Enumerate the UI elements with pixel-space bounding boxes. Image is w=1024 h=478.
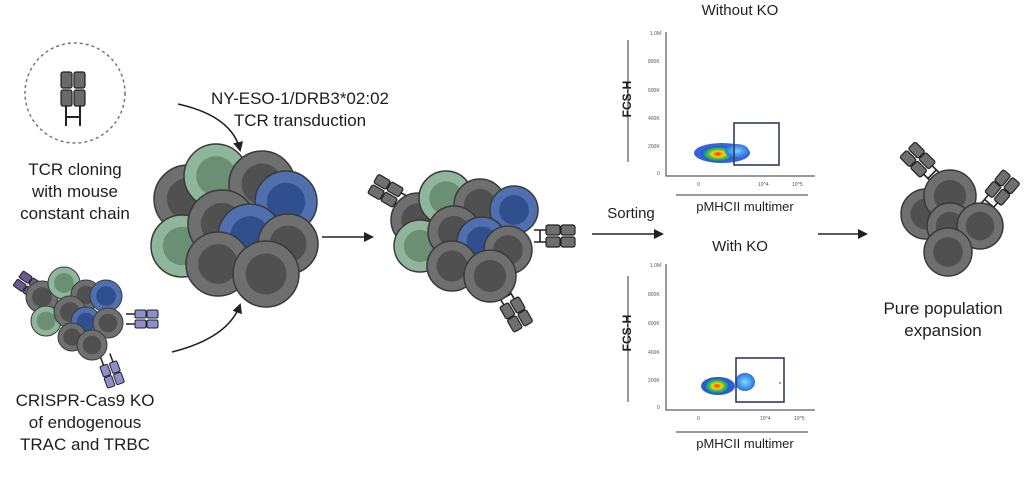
transduction-arrow [177, 103, 244, 152]
plot-bottom-title: With KO [712, 238, 768, 255]
expansion-line2: expansion [904, 321, 982, 340]
cell [923, 227, 973, 277]
tcr-receptor-icon [126, 309, 159, 329]
plot-top-xtick: 0 [697, 182, 700, 188]
transduction-label: NY-ESO-1/DRB3*02:02 TCR transduction [200, 88, 400, 132]
transduced-cell-cluster [150, 143, 319, 308]
cell [76, 329, 108, 361]
plot-bottom-ytick: 200K [648, 378, 660, 384]
expanded-cell-cluster [899, 141, 1020, 277]
tcr-receptor-icon [367, 174, 412, 210]
crispr-label: CRISPR-Cas9 KO of endogenous TRAC and TR… [10, 390, 160, 456]
plot-top-ytick: 800K [648, 59, 660, 65]
cell [956, 202, 1004, 250]
plot-bottom-xtick: 10^5 [794, 416, 805, 422]
tcr-cloning-line3: constant chain [20, 204, 130, 223]
cell [92, 307, 124, 339]
tcr-cloning-label: TCR cloning with mouse constant chain [20, 159, 130, 225]
plot-bottom-ytick: 800K [648, 292, 660, 298]
plot-top-ytick: 200K [648, 144, 660, 150]
plot-top-ytick: 600K [648, 88, 660, 94]
plot-bottom-ytick: 1.0M [650, 263, 662, 269]
tcr-clone-icon [24, 42, 126, 144]
crispr-line2: of endogenous [28, 413, 142, 432]
plot-top-ylabel: FCS-H [620, 80, 634, 118]
tcr-cloning-line2: with mouse [32, 182, 118, 201]
expansion-line1: Pure population [883, 299, 1003, 318]
flow-plot-with-ko [627, 264, 815, 433]
expansion-label: Pure population expansion [868, 298, 1018, 342]
crispr-line3: TRAC and TRBC [19, 435, 151, 454]
crispr-cell-cluster [13, 266, 159, 389]
crispr-arrow [171, 303, 242, 353]
plot-bottom-ytick: 0 [657, 405, 660, 411]
cell [489, 185, 539, 235]
plot-bottom-ylabel: FCS-H [620, 314, 634, 352]
cell [232, 240, 300, 308]
plot-top-ytick: 400K [648, 116, 660, 122]
cell [30, 305, 62, 337]
tcr-receptor-icon [899, 141, 942, 184]
plot-bottom-xtick: 10^4 [760, 416, 771, 422]
tcr-receptor-icon [534, 224, 576, 248]
tcr-receptor-icon [99, 353, 125, 389]
crispr-line1: CRISPR-Cas9 KO [15, 391, 155, 410]
plot-bottom-ytick: 600K [648, 321, 660, 327]
plot-top-title: Without KO [701, 2, 779, 19]
plot-bottom-xlabel: pMHCII multimer [696, 436, 794, 451]
plot-top-xtick: 10^5 [792, 182, 803, 188]
transduction-line2: TCR transduction [233, 111, 367, 130]
gate-box [735, 357, 785, 403]
sorting-label: Sorting [607, 205, 655, 222]
tcr-cell-cluster [367, 170, 576, 333]
cell [89, 279, 123, 313]
plot-top-xlabel: pMHCII multimer [696, 199, 794, 214]
transduction-line1: NY-ESO-1/DRB3*02:02 [211, 89, 389, 108]
plot-bottom-xtick: 0 [697, 416, 700, 422]
cell [463, 249, 517, 303]
flow-plot-without-ko [627, 32, 815, 196]
plot-top-ytick: 1.0M [650, 31, 662, 37]
tcr-cloning-line1: TCR cloning [28, 160, 122, 179]
plot-top-ytick: 0 [657, 171, 660, 177]
plot-top-xtick: 10^4 [758, 182, 769, 188]
plot-bottom-ytick: 400K [648, 350, 660, 356]
gate-box [733, 122, 780, 166]
